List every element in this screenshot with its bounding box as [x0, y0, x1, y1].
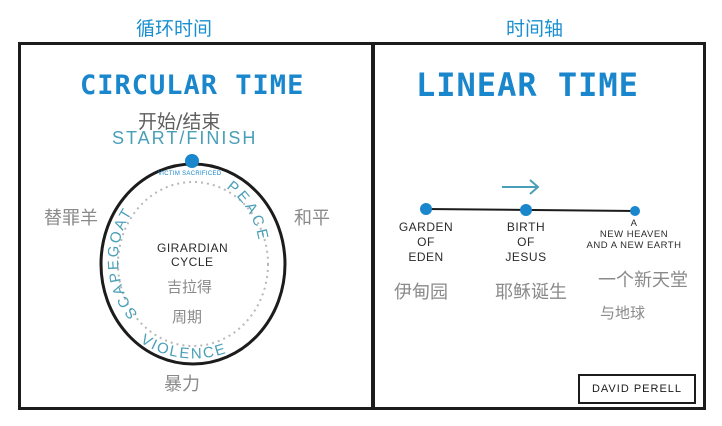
timeline-point-jesus — [520, 204, 532, 216]
eden-label: GARDEN OF EDEN — [398, 220, 454, 265]
cycle-center-line1: GIRARDIAN — [157, 241, 229, 255]
cycle-center-line2: CYCLE — [171, 255, 214, 269]
start-finish-cn-label: 开始/结束 — [138, 111, 221, 133]
timeline-point-new-earth — [630, 206, 640, 216]
new-earth-cn-label-line2: 与地球 — [600, 304, 646, 322]
timeline-point-eden — [420, 203, 432, 215]
scapegoat-cn-label: 替罪羊 — [44, 208, 98, 229]
new-earth-label-line1: A — [630, 218, 638, 229]
victim-sacrificed-label: VICTIM SACRIFICED — [158, 171, 222, 177]
peace-curved-label: PEACE — [224, 178, 272, 244]
linear-time-title: LINEAR TIME — [416, 66, 639, 104]
jesus-label-line2: OF — [517, 235, 535, 249]
new-earth-cn-label-line1: 一个新天堂 — [598, 270, 688, 291]
circular-time-title: CIRCULAR TIME — [80, 70, 305, 101]
new-earth-label: A NEW HEAVEN AND A NEW EARTH — [572, 218, 696, 251]
right-heading: 时间轴 — [506, 18, 564, 40]
cycle-center-cn-line1: 吉拉得 — [167, 278, 213, 296]
eden-label-line3: EDEN — [408, 250, 444, 264]
eden-label-line1: GARDEN — [398, 220, 454, 234]
jesus-label: BIRTH OF JESUS — [498, 220, 554, 265]
cycle-center-cn-line2: 周期 — [172, 308, 203, 326]
violence-cn-label: 暴力 — [164, 374, 200, 395]
timeline-diagram — [420, 179, 640, 216]
circular-time-panel — [18, 42, 374, 410]
peace-cn-label: 和平 — [294, 208, 330, 229]
eden-label-line2: OF — [417, 235, 435, 249]
linear-time-panel — [372, 42, 706, 410]
violence-curved-label: VIOLENCE — [138, 331, 229, 363]
start-finish-label: START/FINISH — [112, 128, 258, 148]
direction-arrow-icon — [502, 179, 540, 195]
new-earth-label-line3: AND A NEW EARTH — [586, 240, 682, 251]
start-finish-dot — [185, 154, 199, 168]
jesus-label-line1: BIRTH — [506, 220, 546, 234]
girardian-cycle-diagram: SCAPEGOAT PEACE VIOLENCE — [99, 154, 287, 366]
author-credit-tag: DAVID PERELL — [578, 374, 696, 404]
jesus-label-line3: JESUS — [505, 250, 547, 264]
left-heading: 循环时间 — [136, 18, 213, 40]
linear-title-text: LINEAR TIME — [416, 66, 639, 104]
eden-cn-label: 伊甸园 — [394, 282, 448, 303]
new-earth-label-line2: NEW HEAVEN — [599, 229, 669, 240]
jesus-cn-label: 耶稣诞生 — [495, 282, 567, 303]
cycle-inner-dotted-ring — [117, 181, 269, 347]
